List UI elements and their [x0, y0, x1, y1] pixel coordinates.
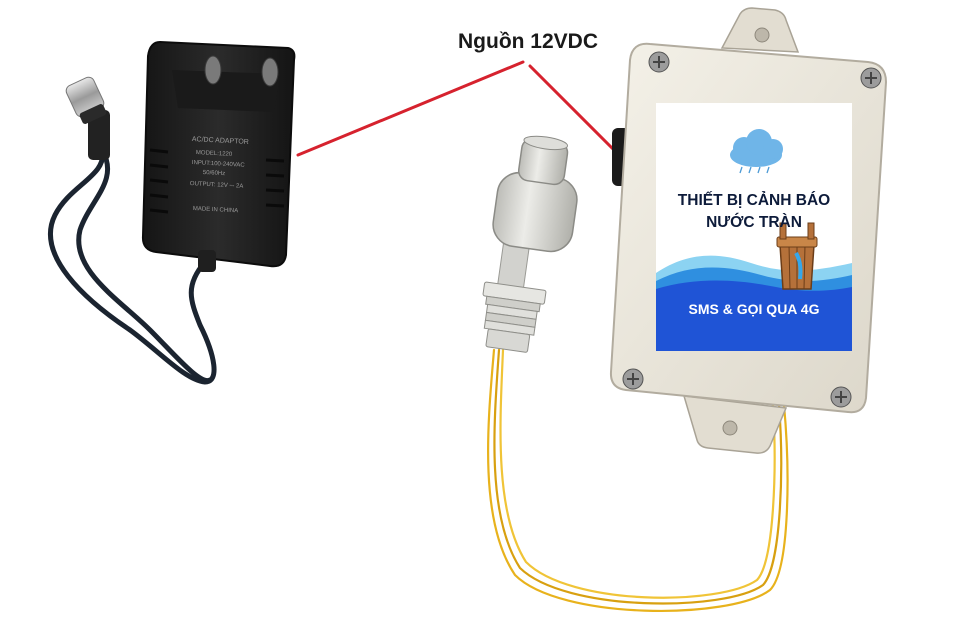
- float-sensor: [482, 135, 578, 353]
- label-graphics: [656, 129, 852, 351]
- screw-icon: [622, 368, 644, 390]
- power-callout-label: Nguồn 12VDC: [458, 30, 599, 53]
- device-label: THIẾT BỊ CẢNH BÁO NƯỚC TRÀN SMS & GỌI QU…: [656, 103, 852, 351]
- cloud-icon: [730, 129, 783, 174]
- screw-icon: [648, 51, 670, 73]
- device-label-title: THIẾT BỊ CẢNH BÁO NƯỚC TRÀN: [656, 190, 852, 234]
- callout-lines: [296, 60, 616, 157]
- device-label-title-line-2: NƯỚC TRÀN: [706, 214, 802, 231]
- barrel-icon: [776, 222, 818, 290]
- screw-icon: [830, 386, 852, 408]
- adapter-freq-print: 50/60Hz: [202, 170, 226, 178]
- dc-plug: [65, 76, 110, 160]
- device-label-band-text: SMS & GỌI QUA 4G: [688, 301, 820, 317]
- sensor-wires: [486, 348, 789, 612]
- device-label-title-line-1: THIẾT BỊ CẢNH BÁO: [677, 192, 831, 209]
- power-adapter: [141, 40, 296, 272]
- screw-icon: [860, 67, 882, 89]
